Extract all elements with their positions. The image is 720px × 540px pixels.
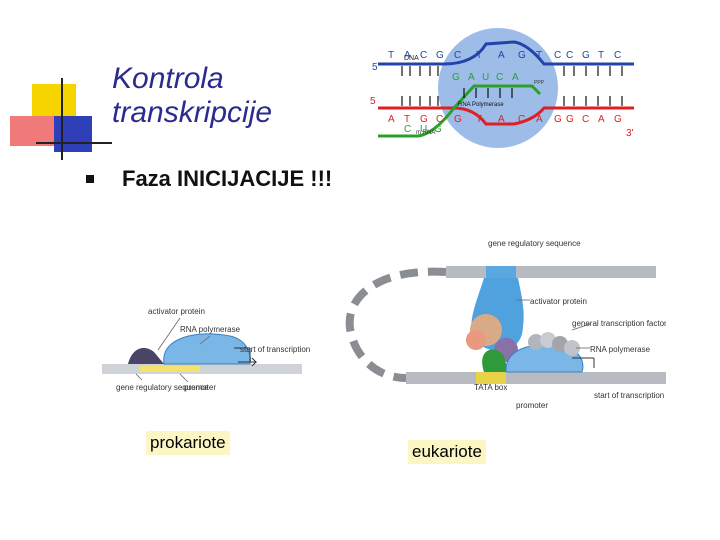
deco-blue-square (54, 116, 92, 152)
activator-protein-shape-pro (128, 348, 164, 364)
bullet-square-icon (86, 175, 94, 183)
eukaryote-figure: gene regulatory sequence activator prote… (336, 238, 666, 414)
dna-bottom-letter: G (566, 114, 574, 125)
five-prime-top: 5' (372, 62, 380, 73)
dna-top-letter: C (420, 50, 427, 61)
rna-letter: U (420, 124, 427, 135)
pro-start-of-transcription-label: start of transcription (240, 345, 310, 354)
deco-horizontal-line (36, 142, 112, 144)
dna-top-letter: T (536, 50, 542, 61)
ppp-label: PPP (534, 80, 545, 86)
rna-letter: C (404, 124, 411, 135)
dna-bottom-letter: A (536, 114, 543, 125)
dna-top-letter: A (404, 50, 411, 61)
dna-bottom-letter: A (598, 114, 605, 125)
dna-top-letter: G (582, 50, 590, 61)
euk-general-transcription-factors-label: general transcription factors (572, 319, 666, 328)
dna-bottom-letter: A (498, 114, 505, 125)
dna-bottom-letter: T (476, 114, 482, 125)
eukariote-label: eukariote (408, 440, 486, 464)
prokariote-label: prokariote (146, 431, 230, 455)
dna-top-letter: G (436, 50, 444, 61)
dna-top-letter: T (598, 50, 604, 61)
dna-top-letter: T (388, 50, 394, 61)
euk-start-of-transcription-label: start of transcription (594, 391, 664, 400)
bullet-text: Faza INICIJACIJE !!! (122, 166, 332, 192)
dna-bottom-letter: G (454, 114, 462, 125)
dna-top-letter: C (554, 50, 561, 61)
rna-letter: A (468, 72, 475, 83)
dna-top-letter: C (614, 50, 621, 61)
rna-letter: C (496, 72, 503, 83)
dna-top-letter: C (454, 50, 461, 61)
euk-tata-box-label: TATA box (474, 383, 507, 392)
pro-rna-polymerase-label: RNA polymerase (180, 325, 241, 334)
deco-vertical-line (61, 78, 63, 160)
dna-top-letter: G (518, 50, 526, 61)
title-line-1: Kontrola (112, 62, 272, 96)
dna-bottom-letter: A (388, 114, 395, 125)
dna-top-letter: A (498, 50, 505, 61)
dna-bottom-letter: G (614, 114, 622, 125)
dna-bottom-letter: C (518, 114, 525, 125)
pro-promoter-label: promoter (184, 383, 216, 392)
dna-top-letter: C (566, 50, 573, 61)
prokaryote-figure: activator protein RNA polymerase start o… (80, 240, 314, 416)
dna-top-letter: T (476, 50, 482, 61)
page-title: Kontrola transkripcije (112, 62, 272, 130)
polymerase-bubble (438, 28, 558, 148)
rna-polymerase-label: RNA Polymerase (458, 102, 504, 108)
rna-letter: G (452, 72, 460, 83)
euk-activator-protein-label: activator protein (530, 297, 587, 306)
dna-bottom-letter: G (554, 114, 562, 125)
title-line-2: transkripcije (112, 96, 272, 130)
euk-rna-polymerase-label: RNA polymerase (590, 345, 651, 354)
pro-activator-protein-label: activator protein (148, 307, 205, 316)
rna-letter: A (512, 72, 519, 83)
euk-gene-regulatory-sequence-label: gene regulatory sequence (488, 239, 581, 248)
rna-letter: G (434, 124, 442, 135)
dna-bottom-letter: C (582, 114, 589, 125)
five-prime-mid: 5 (370, 96, 376, 107)
three-prime-right: 3' (626, 128, 634, 139)
dna-loop-dashed (350, 272, 446, 378)
bullet-item: Faza INICIJACIJE !!! (86, 166, 332, 192)
rna-letter: U (482, 72, 489, 83)
euk-promoter-label: promoter (516, 401, 548, 410)
